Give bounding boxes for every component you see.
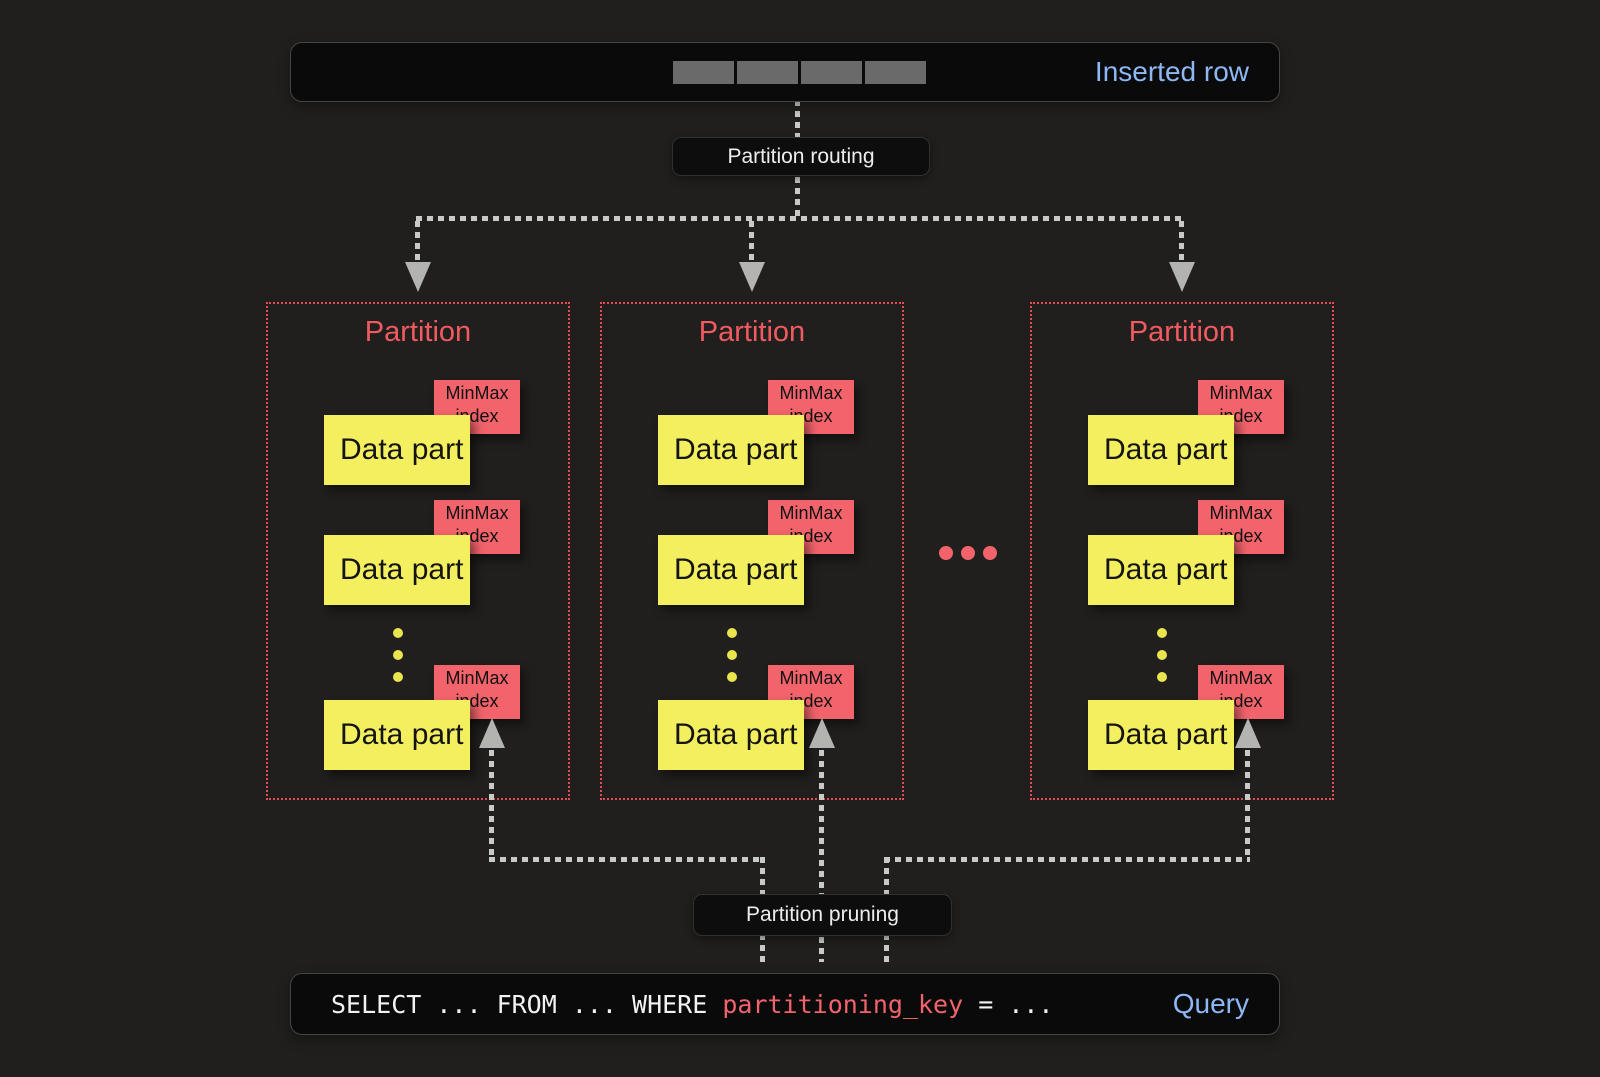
partition-box: Partition MinMax index Data part MinMax …	[266, 302, 570, 800]
routing-branch-line	[416, 216, 1184, 221]
data-part-box: Data part	[1088, 415, 1234, 485]
partition-box: Partition MinMax index Data part MinMax …	[600, 302, 904, 800]
partition-routing-label: Partition routing	[672, 137, 930, 176]
vertical-ellipsis-icon	[1157, 628, 1167, 682]
partition-pruning-label: Partition pruning	[693, 894, 952, 936]
data-part-box: Data part	[1088, 535, 1234, 605]
arrow-up-icon	[479, 718, 505, 748]
arrow-up-icon	[1235, 718, 1261, 748]
data-part-box: Data part	[324, 700, 470, 770]
data-part-box: Data part	[658, 700, 804, 770]
partition-box: Partition MinMax index Data part MinMax …	[1030, 302, 1334, 800]
arrow-down-icon	[405, 262, 431, 292]
partition-title: Partition	[1128, 316, 1236, 348]
query-label: Query	[1172, 988, 1249, 1019]
horizontal-ellipsis-icon	[939, 546, 997, 560]
query-text: SELECT ... FROM ... WHERE partitioning_k…	[331, 990, 1053, 1019]
pruning-line	[489, 857, 765, 862]
data-part-box: Data part	[324, 415, 470, 485]
row-cell	[673, 61, 734, 84]
pruning-line	[1245, 750, 1250, 860]
partition-title: Partition	[364, 316, 472, 348]
row-cells-icon	[673, 61, 926, 84]
row-cell	[801, 61, 862, 84]
arrow-down-icon	[1169, 262, 1195, 292]
row-cell	[737, 61, 798, 84]
routing-drop-line	[749, 221, 754, 262]
inserted-row-bar: Inserted row	[290, 42, 1280, 102]
query-bar: SELECT ... FROM ... WHERE partitioning_k…	[290, 973, 1280, 1035]
data-part-box: Data part	[1088, 700, 1234, 770]
vertical-ellipsis-icon	[727, 628, 737, 682]
pruning-line	[819, 750, 824, 962]
arrow-down-icon	[739, 262, 765, 292]
query-text-after: = ...	[963, 989, 1054, 1019]
partitioning-key-token: partitioning_key	[722, 989, 964, 1019]
routing-drop-line	[415, 221, 420, 262]
pruning-line	[489, 750, 494, 860]
routing-drop-line	[1179, 221, 1184, 262]
vertical-ellipsis-icon	[393, 628, 403, 682]
arrow-up-icon	[809, 718, 835, 748]
query-text-before: SELECT ... FROM ... WHERE	[331, 989, 723, 1019]
data-part-box: Data part	[658, 415, 804, 485]
row-cell	[865, 61, 926, 84]
pruning-line	[884, 857, 1250, 862]
data-part-box: Data part	[658, 535, 804, 605]
partition-title: Partition	[698, 316, 806, 348]
inserted-row-label: Inserted row	[1094, 56, 1249, 87]
data-part-box: Data part	[324, 535, 470, 605]
